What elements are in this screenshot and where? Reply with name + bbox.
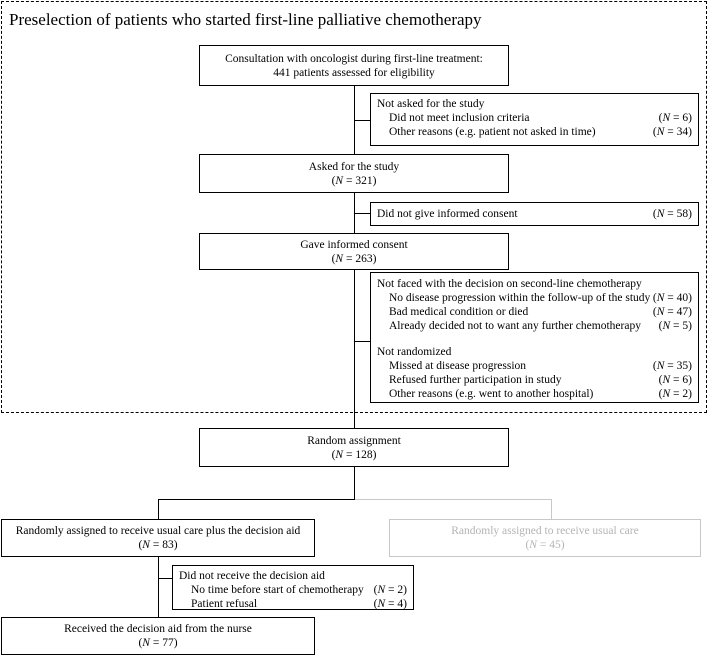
consultation-line2: 441 patients assessed for eligibility (273, 66, 435, 79)
connector-right-arm (551, 499, 552, 519)
usual-care-arm-box: Randomly assigned to receive usual care … (389, 519, 701, 557)
aid-arm-label: Randomly assigned to receive usual care … (15, 525, 301, 537)
random-assignment-box: Random assignment (N = 128) (199, 428, 509, 467)
consent-label: Gave informed consent (300, 238, 408, 251)
list-item: Did not meet inclusion criteria (N = 6) (389, 112, 692, 124)
n-count: (N = 34) (652, 126, 692, 138)
list-item: No time before start of chemotherapy (N … (191, 584, 407, 596)
connector-aid-down (158, 557, 159, 617)
consent-box: Gave informed consent (N = 263) (199, 233, 509, 270)
connector-main-4 (354, 467, 355, 499)
consultation-line1: Consultation with oncologist during firs… (225, 52, 483, 65)
not-randomized-header: Not randomized (377, 346, 452, 358)
n-count: (N = 6) (658, 374, 692, 386)
no-aid-box: Did not receive the decision aid No time… (172, 565, 414, 610)
consent-count: (N = 263) (331, 252, 377, 265)
not-faced-box: Not faced with the decision on second-li… (370, 272, 699, 403)
usual-arm-label: Randomly assigned to receive usual care (451, 525, 639, 537)
connector-not-faced (354, 341, 370, 342)
received-count: (N = 77) (138, 637, 178, 649)
n-count: (N = 2) (658, 388, 692, 400)
decision-aid-arm-box: Randomly assigned to receive usual care … (1, 519, 315, 557)
asked-count: (N = 321) (331, 174, 377, 187)
not-faced-header: Not faced with the decision on second-li… (377, 278, 642, 290)
n-count: (N = 58) (652, 208, 692, 220)
not-asked-header: Not asked for the study (377, 98, 485, 110)
list-item: Other reasons (e.g. went to another hosp… (389, 388, 692, 400)
n-count: (N = 4) (373, 598, 407, 610)
list-item: Already decided not to want any further … (389, 320, 692, 332)
list-item: Other reasons (e.g. patient not asked in… (389, 126, 692, 138)
connector-branch-faded (355, 499, 552, 500)
n-count: (N = 35) (652, 360, 692, 372)
connector-branch (158, 499, 355, 500)
received-aid-box: Received the decision aid from the nurse… (1, 617, 315, 655)
connector-not-asked (354, 120, 370, 121)
list-item: Patient refusal (N = 4) (191, 598, 407, 610)
list-item: Missed at disease progression (N = 35) (389, 360, 692, 372)
n-count: (N = 2) (373, 584, 407, 596)
random-label: Random assignment (307, 434, 401, 447)
list-item: Refused further participation in study (… (389, 374, 692, 386)
aid-arm-count: (N = 83) (138, 539, 178, 551)
connector-main-3 (354, 270, 355, 428)
connector-no-aid (158, 578, 172, 579)
usual-arm-count: (N = 45) (525, 539, 565, 551)
received-label: Received the decision aid from the nurse (64, 623, 252, 635)
asked-label: Asked for the study (308, 160, 400, 173)
list-item: No disease progression within the follow… (389, 292, 692, 304)
no-consent-box: Did not give informed consent (N = 58) (370, 202, 699, 226)
connector-left-arm (158, 499, 159, 519)
no-aid-header: Did not receive the decision aid (179, 570, 325, 582)
n-count: (N = 47) (652, 306, 692, 318)
not-asked-box: Not asked for the study Did not meet inc… (370, 93, 699, 146)
consultation-box: Consultation with oncologist during firs… (199, 45, 509, 86)
connector-no-consent (354, 213, 370, 214)
n-count: (N = 40) (652, 292, 692, 304)
preselection-title: Preselection of patients who started fir… (9, 10, 482, 29)
random-count: (N = 128) (331, 448, 377, 461)
list-item: Bad medical condition or died (N = 47) (389, 306, 692, 318)
n-count: (N = 5) (658, 320, 692, 332)
asked-box: Asked for the study (N = 321) (199, 154, 509, 193)
no-consent-label: Did not give informed consent (377, 208, 518, 220)
n-count: (N = 6) (658, 112, 692, 124)
